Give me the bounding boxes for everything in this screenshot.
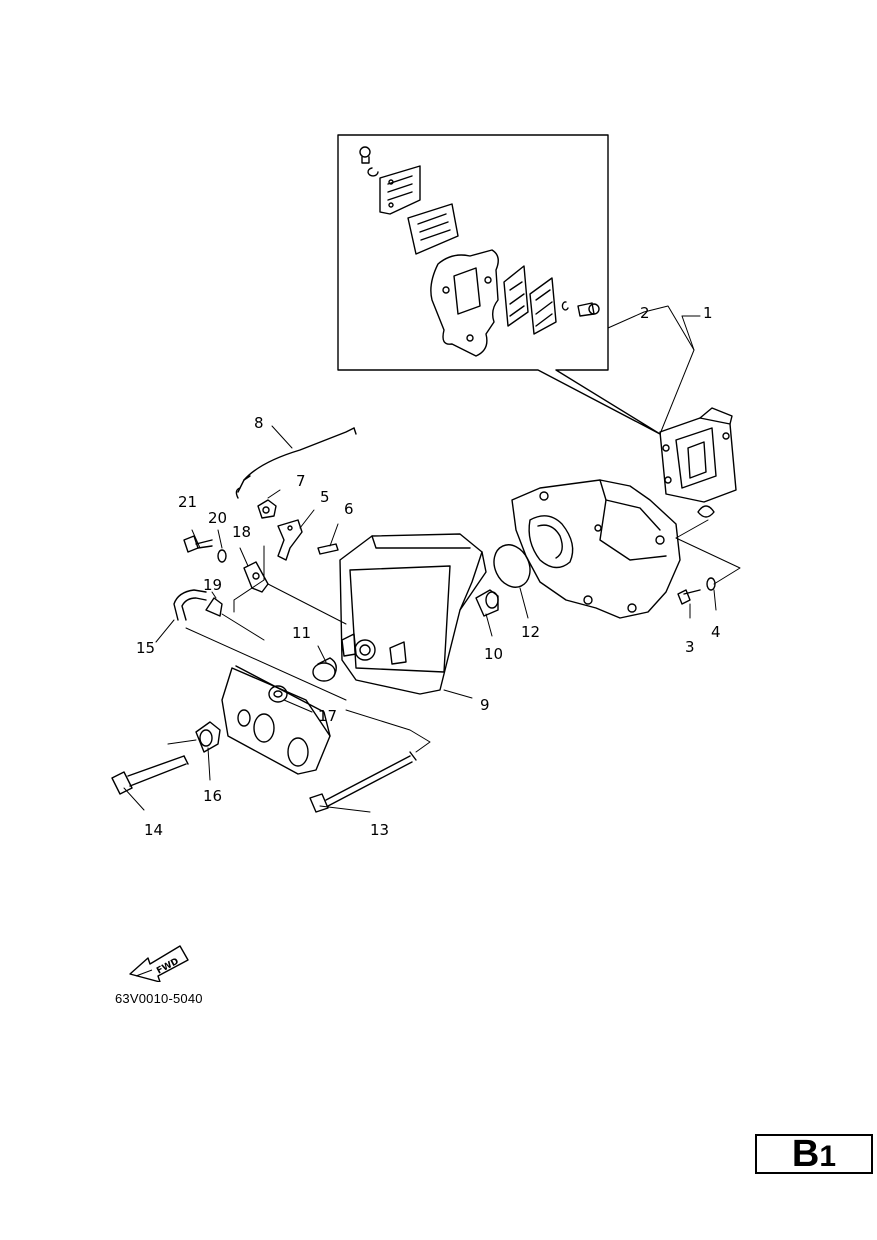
part-label-21: 21 [178, 493, 197, 511]
silencer-cover [339, 533, 487, 695]
o-ring [493, 544, 531, 588]
hose-15 [173, 589, 207, 621]
inset-reed-stopper [379, 165, 421, 215]
part-label-19: 19 [203, 576, 222, 594]
inset-screw [359, 146, 379, 177]
pin-6 [317, 543, 339, 555]
plug [312, 657, 337, 682]
drawing-code: 63V0010-5040 [115, 991, 203, 1006]
part-label-10: 10 [484, 645, 503, 663]
silencer-plate [221, 665, 331, 775]
part-label-13: 13 [370, 821, 389, 839]
part-label-3: 3 [685, 638, 695, 656]
part-label-8: 8 [254, 414, 264, 432]
lever-5 [277, 519, 303, 561]
part-label-15: 15 [136, 639, 155, 657]
inset-gasket [430, 249, 499, 357]
bolt-14 [111, 755, 189, 795]
part-label-11: 11 [292, 624, 311, 642]
part-label-4: 4 [711, 623, 721, 641]
link-18 [243, 561, 269, 593]
part-label-7: 7 [296, 472, 306, 490]
washer-4 [706, 577, 716, 591]
reed-valve-assembly [659, 407, 737, 518]
section-badge-letter: B [791, 1133, 820, 1175]
washer-20 [217, 549, 227, 563]
grommet-17 [268, 685, 288, 703]
grommet-16 [195, 721, 221, 753]
leader-lines [123, 305, 741, 813]
part-label-12: 12 [521, 623, 540, 641]
part-label-14: 14 [144, 821, 163, 839]
part-label-2: 2 [640, 304, 650, 322]
choke-rod [235, 427, 357, 499]
clip-7 [257, 499, 277, 519]
part-label-9: 9 [480, 696, 490, 714]
inset-reed-valves [503, 265, 557, 335]
inset-reed-plate [407, 203, 459, 255]
fwd-arrow-icon: FWD [129, 945, 189, 982]
part-label-18: 18 [232, 523, 251, 541]
part-label-5: 5 [320, 488, 330, 506]
part-label-1: 1 [703, 304, 713, 322]
bolt-3 [677, 589, 701, 605]
section-badge-number: 1 [819, 1140, 837, 1173]
inset-small-screw [561, 301, 600, 317]
part-labels: 1 2 3 4 5 6 7 8 9 10 11 12 13 14 15 16 1… [136, 304, 721, 839]
reed-valve-detail-inset [337, 134, 661, 435]
part-label-6: 6 [344, 500, 354, 518]
clip-19 [205, 597, 223, 617]
part-label-17: 17 [318, 707, 337, 725]
part-label-16: 16 [203, 787, 222, 805]
collar [475, 589, 499, 617]
part-label-20: 20 [208, 509, 227, 527]
engine-block [511, 479, 681, 619]
bolt-13 [309, 751, 417, 813]
